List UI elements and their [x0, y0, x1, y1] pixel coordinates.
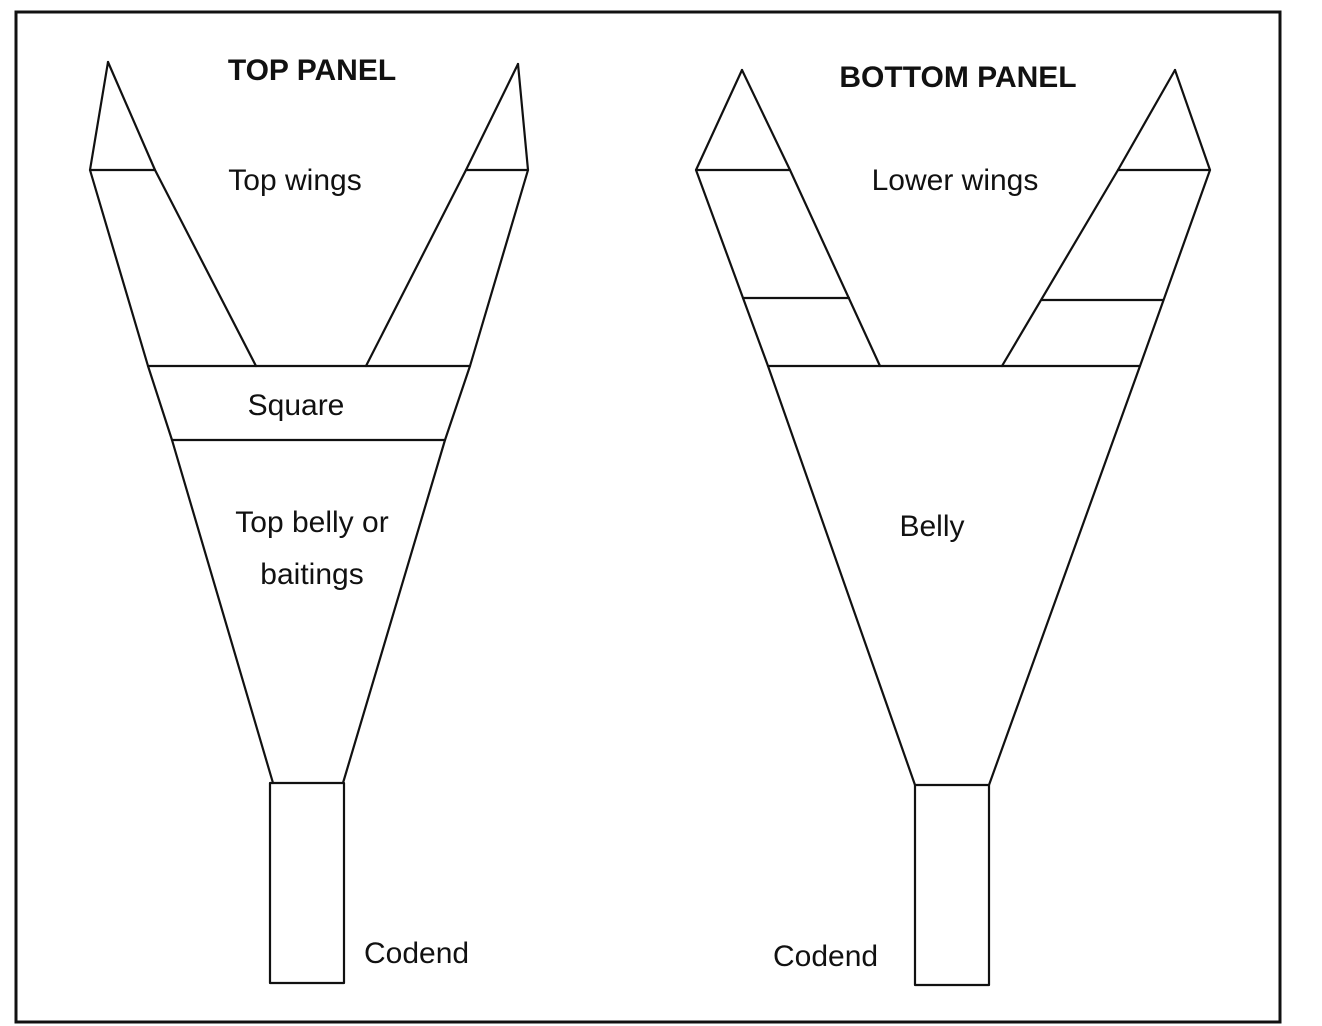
top-belly-label-line2: baitings — [260, 558, 363, 591]
top-panel-right-wing-inner-edge — [364, 62, 520, 368]
square-label: Square — [248, 389, 345, 422]
top-panel-title: TOP PANEL — [228, 54, 396, 87]
bottom-panel-codend — [913, 783, 991, 987]
lower-wings-label: Lower wings — [872, 164, 1039, 197]
top-panel-left-wing-inner-edge — [106, 60, 258, 368]
bottom-codend-label: Codend — [773, 940, 878, 973]
belly-label: Belly — [899, 510, 964, 543]
bottom-panel-left-wing-inner-edge — [740, 68, 882, 368]
bottom-panel: BOTTOM PANEL Lower wings Belly Codend — [694, 61, 1212, 987]
bottom-panel-right-wing-inner-edge — [1000, 68, 1177, 368]
top-codend-label: Codend — [364, 937, 469, 970]
figure-frame — [14, 10, 1282, 1024]
top-panel-right-outline — [341, 62, 530, 785]
top-belly-label-line1: Top belly or — [235, 506, 388, 539]
bottom-panel-title: BOTTOM PANEL — [839, 61, 1076, 94]
bottom-panel-right-outline — [987, 68, 1212, 787]
top-panel: TOP PANEL Top wings Square Top belly or … — [88, 54, 530, 985]
top-panel-codend — [268, 781, 346, 985]
top-wings-label: Top wings — [228, 164, 361, 197]
bottom-panel-left-outline — [694, 68, 917, 787]
